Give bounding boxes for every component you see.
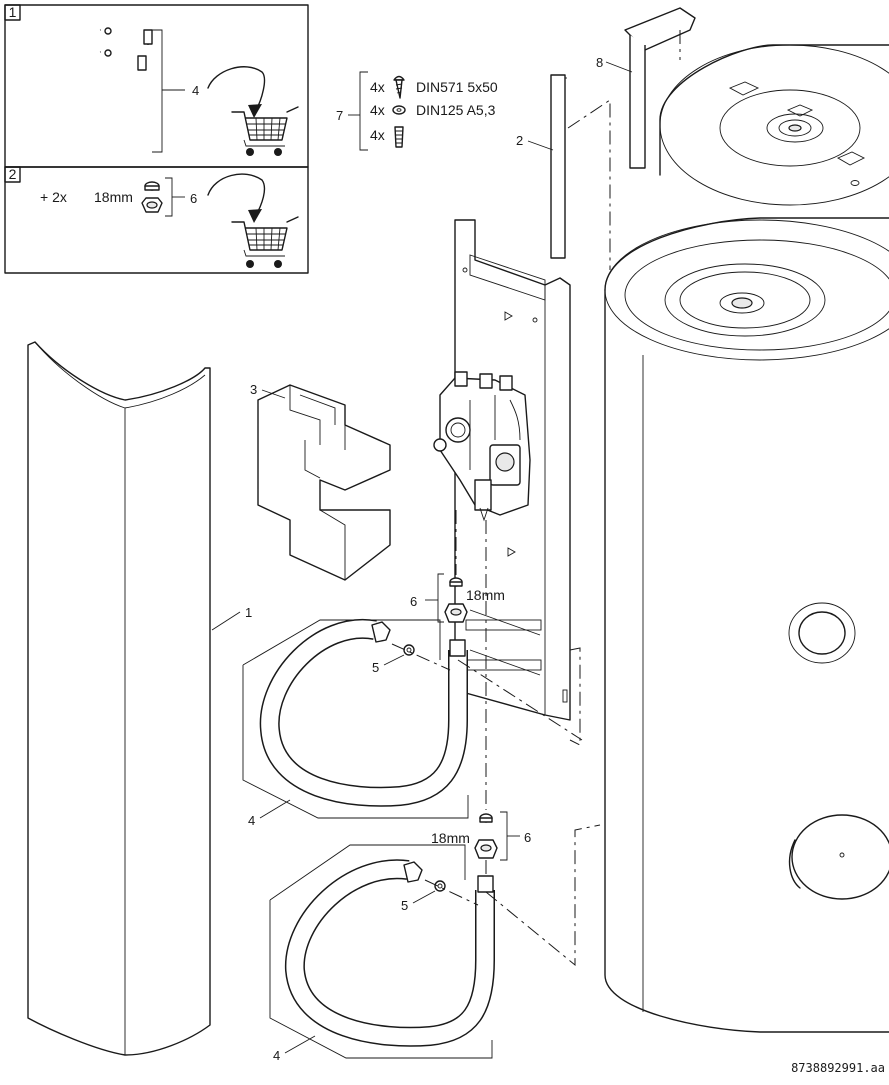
bracket: 8 [596,7,696,169]
mounting-strip-callout: 2 [516,133,523,148]
insulation-block-callout: 3 [250,382,257,397]
fitting-upper: 6 18mm [410,573,505,623]
cover-panel-callout: 1 [245,605,252,620]
hose-upper-callout: 4 [248,813,255,828]
fastener-kit-callout: 7 [336,108,343,123]
storage-tank [604,44,889,1033]
seal-lower: 5 [401,879,479,913]
mounting-strip: 2 [516,74,611,270]
fitting-lower: 6 18mm [431,811,531,861]
fastener-qty-3: 4x [370,127,385,143]
pump-group [433,371,531,522]
inset-box-1-callout: 4 [192,83,199,98]
fitting-upper-size: 18mm [466,587,505,603]
seal-upper-callout: 5 [372,660,379,675]
hose-pair-icon [20,26,153,151]
hose-lower: 4 [269,844,495,1063]
shopping-cart-icon [231,106,299,156]
hose-lower-callout: 4 [273,1048,280,1063]
inset-box-2-number: 2 [9,166,17,182]
inset-box-2-quantity: + 2x [40,189,67,205]
fitting-upper-callout: 6 [410,594,417,609]
washer-icon [392,105,406,115]
bracket-callout: 8 [596,55,603,70]
inset-box-2-size: 18mm [94,189,133,205]
screw-icon [393,75,405,99]
ring-and-nut-icon [141,181,163,213]
inset-box-2: 2 + 2x 18mm 6 [4,166,309,274]
fitting-lower-callout: 6 [524,830,531,845]
insulation-block: 3 [250,382,391,581]
inset-box-1-number: 1 [9,4,17,20]
shopping-cart-icon [231,216,299,268]
fastener-qty-1: 4x [370,79,385,95]
seal-lower-callout: 5 [401,898,408,913]
fitting-lower-size: 18mm [431,830,470,846]
fastener-kit: 7 4x 4x 4x DIN571 5x50 DIN125 A5,3 [336,71,498,151]
fastener-spec-2: DIN125 A5,3 [416,102,496,118]
document-number: 8738892991.aa [791,1061,885,1075]
cover-panel: 1 [27,341,252,1056]
inset-box-2-callout: 6 [190,191,197,206]
inset-box-1: 1 4 [4,4,309,168]
hose-upper: 4 [242,618,469,828]
seal-upper: 5 [372,643,451,675]
wall-plug-icon [394,126,404,148]
fastener-spec-1: DIN571 5x50 [416,79,498,95]
fastener-qty-2: 4x [370,102,385,118]
